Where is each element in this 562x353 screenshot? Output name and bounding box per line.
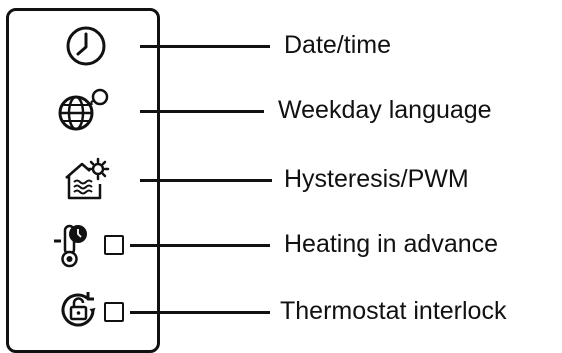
- menu-row-weekday-language: Weekday language: [0, 81, 562, 141]
- lock-rotate-icon: [57, 288, 101, 332]
- leader-line: [140, 110, 264, 113]
- leader-line: [140, 179, 272, 182]
- leader-line: [130, 311, 270, 314]
- thermometer-clock-icon: [52, 221, 92, 271]
- row-label: Heating in advance: [284, 230, 499, 258]
- thermostat-interlock-checkbox[interactable]: [104, 302, 124, 322]
- row-label: Weekday language: [278, 96, 492, 124]
- globe-language-icon: [54, 87, 114, 135]
- house-heating-gear-icon: [60, 156, 110, 204]
- leader-line: [130, 244, 270, 247]
- menu-row-hysteresis-pwm: Hysteresis/PWM: [0, 150, 562, 210]
- menu-row-thermostat-interlock: Thermostat interlock: [0, 282, 562, 342]
- menu-row-heating-in-advance: Heating in advance: [0, 215, 562, 275]
- row-label: Hysteresis/PWM: [284, 165, 469, 193]
- clock-icon: [62, 22, 110, 70]
- heating-in-advance-checkbox[interactable]: [104, 235, 124, 255]
- row-label: Date/time: [284, 31, 391, 59]
- menu-row-date-time: Date/time: [0, 16, 562, 76]
- leader-line: [140, 45, 270, 48]
- row-label: Thermostat interlock: [280, 297, 507, 325]
